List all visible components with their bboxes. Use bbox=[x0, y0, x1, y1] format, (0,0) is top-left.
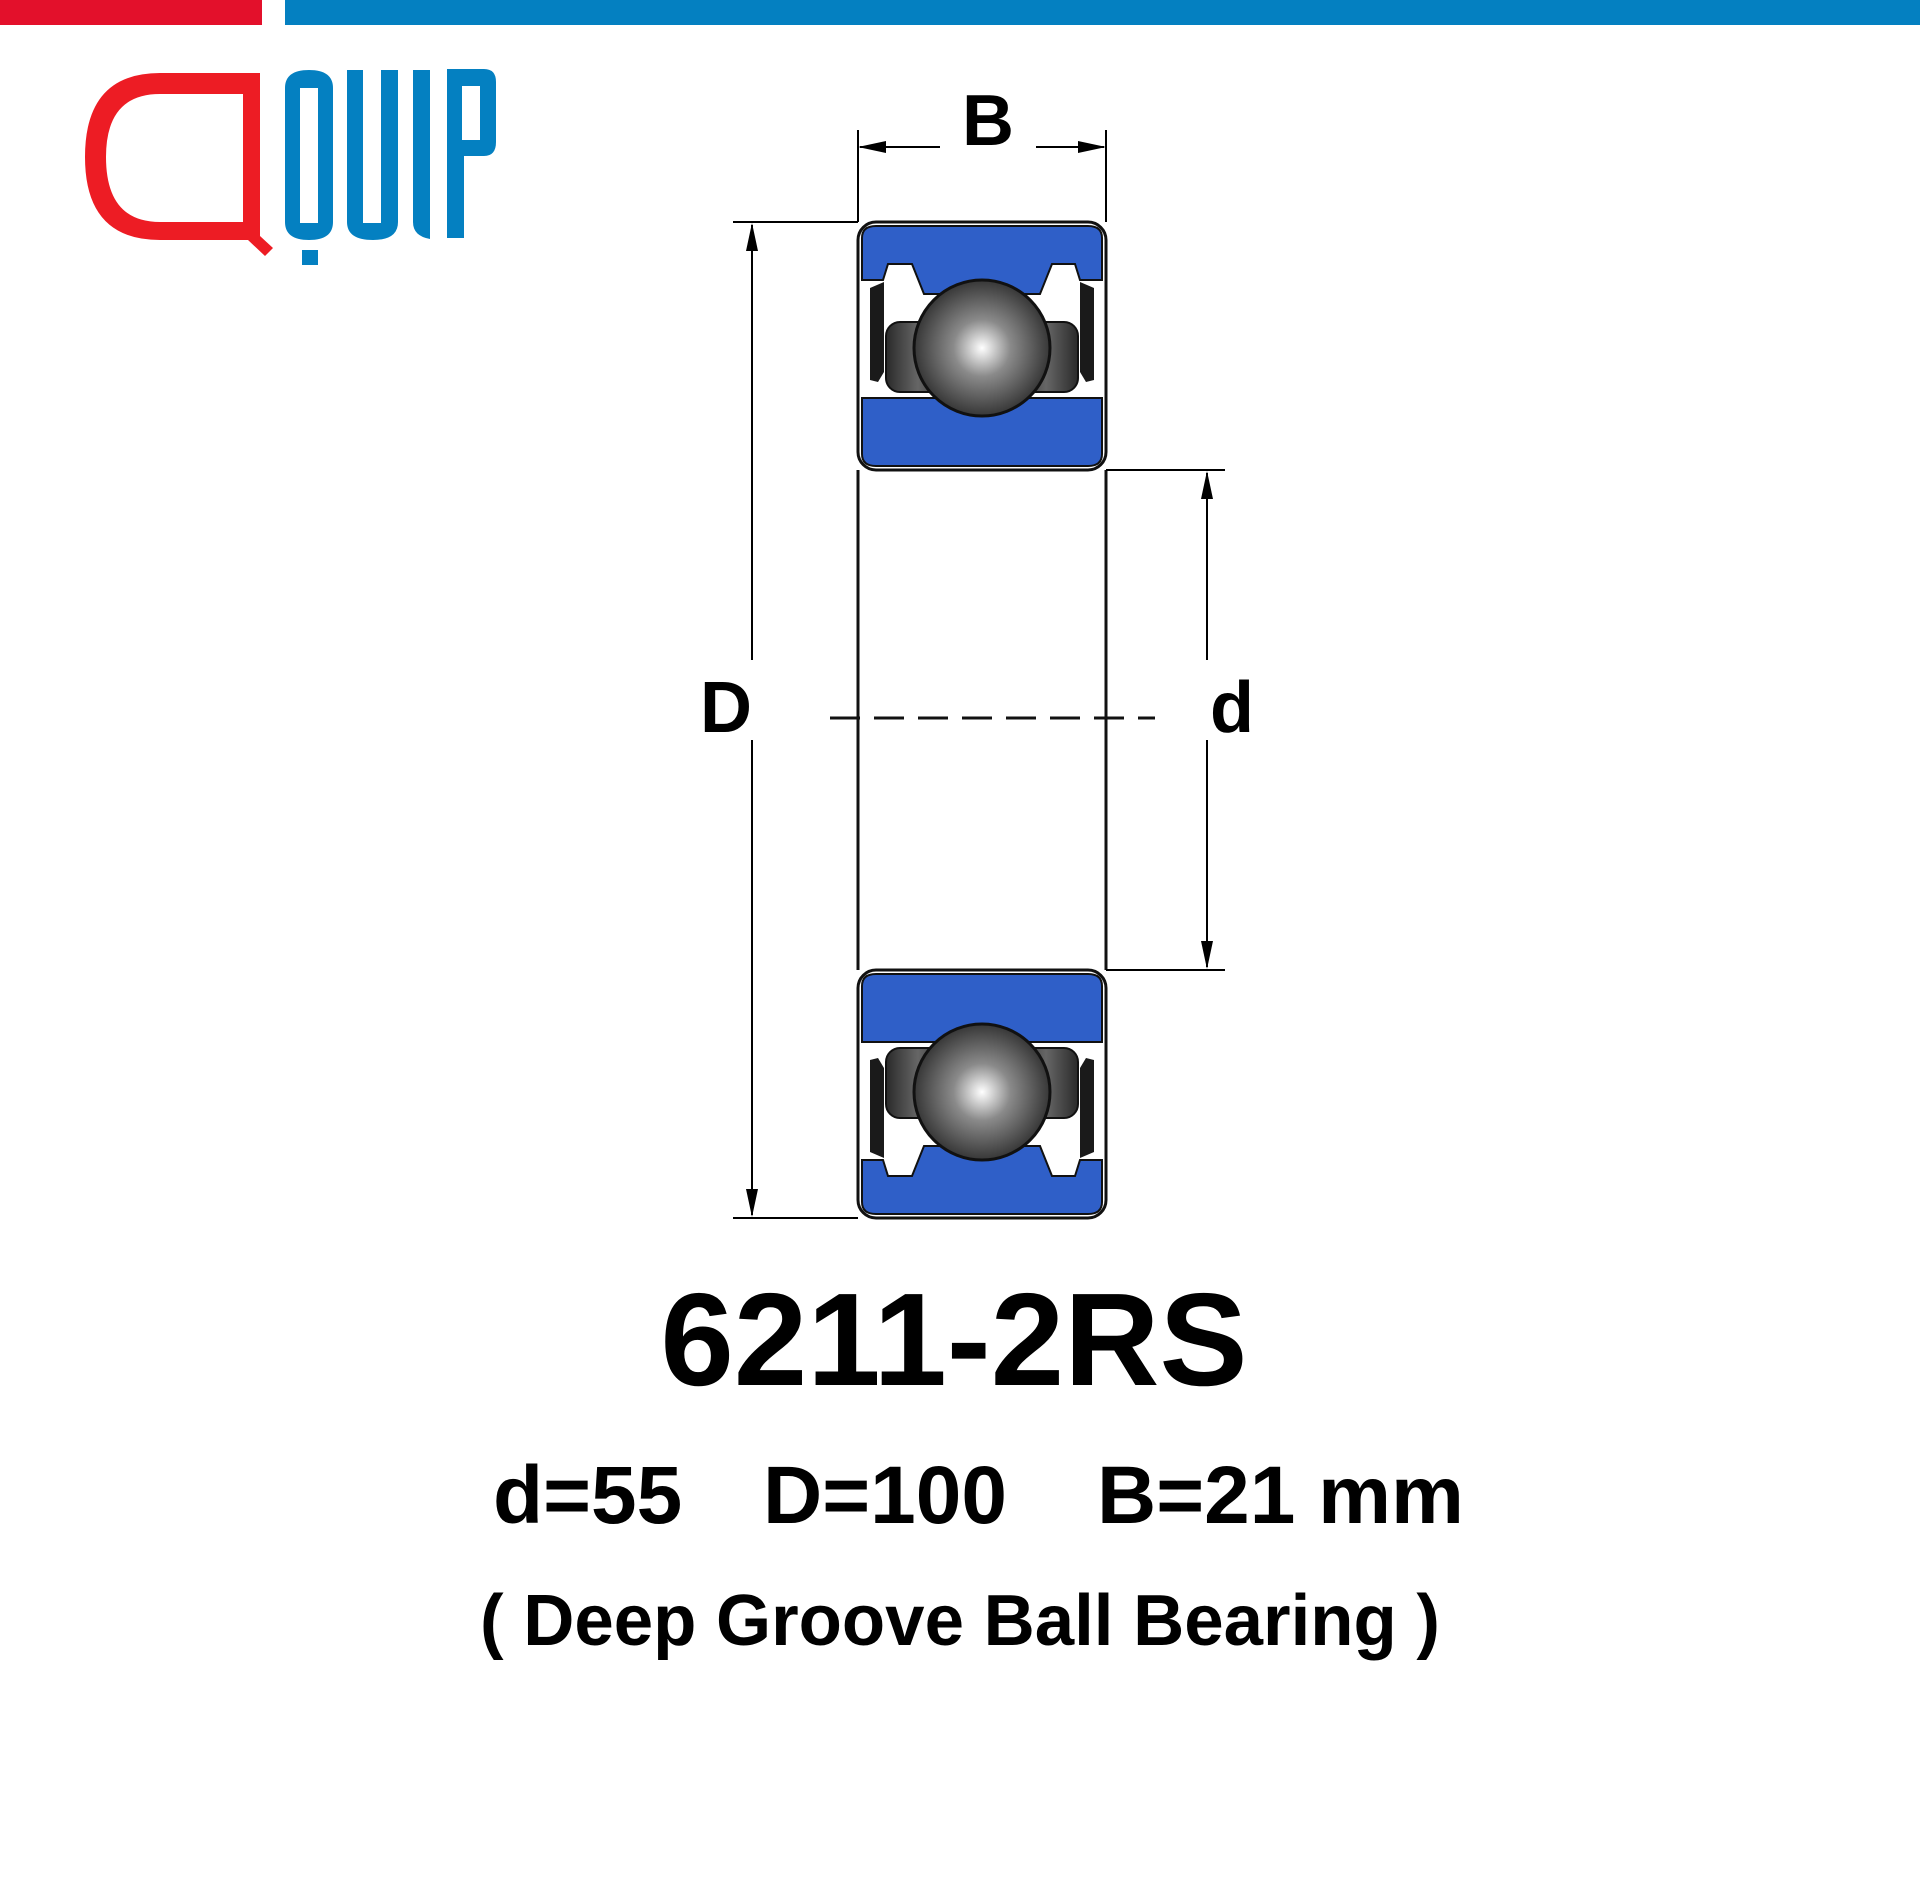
header-bar-blue bbox=[285, 0, 1920, 25]
label-d: d bbox=[1210, 668, 1254, 748]
bearing-type: ( Deep Groove Ball Bearing ) bbox=[480, 1581, 1440, 1661]
label-D: D bbox=[700, 668, 752, 748]
model-number: 6211-2RS bbox=[660, 1266, 1247, 1413]
dim-inner: d=55 bbox=[493, 1450, 682, 1541]
dimension-lines bbox=[733, 130, 1225, 1219]
dim-width: B=21 mm bbox=[1097, 1450, 1464, 1541]
bearing-bottom-section bbox=[856, 968, 1108, 1220]
bearing-top-section bbox=[856, 220, 1108, 472]
label-B: B bbox=[962, 81, 1014, 161]
header-bar-red bbox=[0, 0, 262, 25]
quip-logo bbox=[85, 69, 496, 265]
bearing-cross-section bbox=[830, 220, 1155, 1220]
dim-outer: D=100 bbox=[763, 1450, 1007, 1541]
